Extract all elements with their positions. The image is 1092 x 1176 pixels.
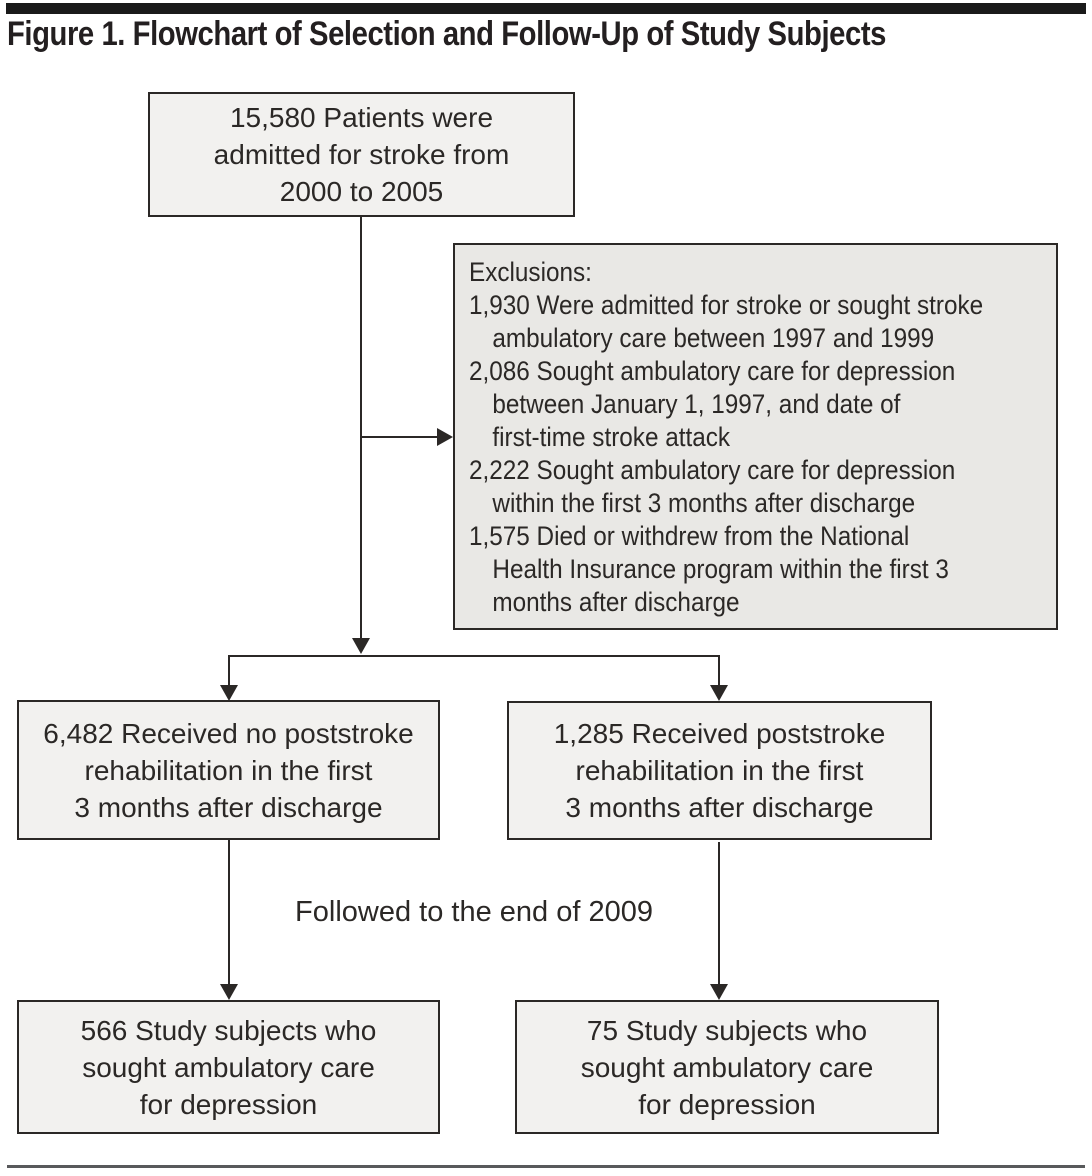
branch-line-horizontal [228,655,720,657]
box-line: admitted for stroke from [213,139,510,170]
rehabilitation-box: 1,285 Received poststroke rehabilitation… [507,701,932,840]
no-rehab-outcome-box: 566 Study subjects who sought ambulatory… [17,1000,440,1134]
box-line: 3 months after discharge [74,791,383,823]
bottom-divider-rule [7,1165,1085,1168]
exclusion-item-line: 2,222 Sought ambulatory care for depress… [469,455,956,485]
connector-line-vertical [360,217,362,638]
box-line: 15,580 Patients were [229,102,494,133]
box-line: 2000 to 2005 [279,176,444,207]
followup-line-left [228,840,230,984]
exclusion-item-line: months after discharge [492,587,740,617]
box-line: rehabilitation in the first [84,754,373,786]
exclusion-item-line: 1,575 Died or withdrew from the National [469,521,910,551]
rehab-outcome-box: 75 Study subjects who sought ambulatory … [515,1000,939,1134]
exclusion-item-line: between January 1, 1997, and date of [492,389,901,419]
arrow-right-icon [437,428,453,446]
exclusion-item-line: 1,930 Were admitted for stroke or sought… [469,290,984,320]
arrow-down-icon [710,685,728,701]
exclusion-item-line: within the first 3 months after discharg… [492,488,916,518]
exclusion-item-line: first-time stroke attack [492,422,731,452]
box-line: sought ambulatory care [580,1051,874,1083]
exclusion-item-line: Health Insurance program within the firs… [492,554,949,584]
connector-line-to-exclusions [361,436,438,438]
box-line: 3 months after discharge [565,792,874,823]
box-line: 1,285 Received poststroke [553,718,886,749]
branch-drop-left [228,655,230,685]
no-rehabilitation-box: 6,482 Received no poststroke rehabilitat… [17,700,440,840]
followup-line-right [718,842,720,984]
arrow-down-icon [710,984,728,1000]
figure-title: Figure 1. Flowchart of Selection and Fol… [7,15,1092,54]
box-line: 566 Study subjects who [80,1014,377,1046]
exclusions-box: Exclusions: 1,930 Were admitted for stro… [453,243,1058,630]
box-line: 75 Study subjects who [586,1014,868,1046]
box-line: sought ambulatory care [82,1051,375,1083]
exclusions-text: Exclusions: 1,930 Were admitted for stro… [469,256,1050,619]
followup-label: Followed to the end of 2009 [295,896,653,928]
arrow-down-icon [220,685,238,701]
box-line: rehabilitation in the first [575,755,864,786]
arrow-down-icon [352,638,370,654]
branch-drop-right [718,655,720,685]
box-line: for depression [139,1088,318,1120]
arrow-down-icon [220,984,238,1000]
exclusion-item-line: ambulatory care between 1997 and 1999 [492,323,935,353]
figure-title-text: Figure 1. Flowchart of Selection and Fol… [7,15,886,53]
exclusions-header: Exclusions: [469,257,592,287]
box-line: 6,482 Received no poststroke [43,717,414,749]
top-divider-bar [6,3,1086,14]
box-line: for depression [638,1088,816,1120]
admitted-patients-box: 15,580 Patients were admitted for stroke… [148,92,575,217]
exclusion-item-line: 2,086 Sought ambulatory care for depress… [469,356,956,386]
